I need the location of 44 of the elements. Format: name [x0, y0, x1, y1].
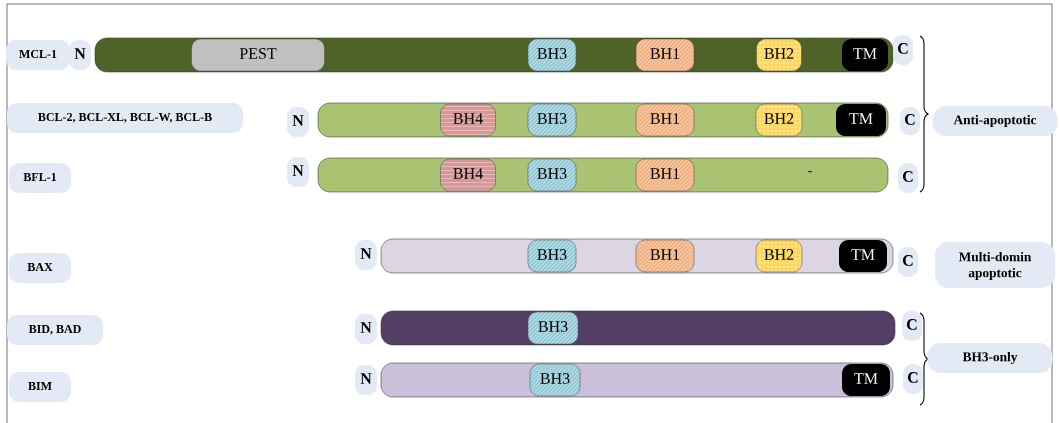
terminus-label: N — [355, 365, 377, 395]
terminus-label: C — [898, 163, 918, 193]
terminus-label: N — [287, 107, 309, 137]
protein-bar — [380, 310, 896, 346]
domain-box: BH3 — [527, 239, 577, 273]
domain-box: BH3 — [527, 38, 577, 72]
domain-box: BH3 — [527, 158, 577, 192]
dash-mark: - — [808, 171, 812, 173]
domain-box: BH3 — [529, 363, 581, 397]
terminus-label: C — [898, 247, 918, 277]
node-label: MCL-1 — [19, 49, 57, 59]
domain-box: TM — [836, 104, 886, 136]
name-pill: BCL-2, BCL-XL, BCL-W, BCL-B — [7, 103, 243, 133]
group-label: Anti-apoptotic — [932, 106, 1058, 136]
name-pill: BAX — [9, 253, 71, 283]
group-label: BH3-only — [927, 343, 1053, 373]
domain-box: BH2 — [755, 239, 803, 273]
terminus-label: C — [902, 311, 922, 341]
domain-box: BH3 — [527, 103, 577, 137]
domain-box: BH2 — [756, 38, 802, 72]
terminus-label: N — [355, 240, 377, 270]
domain-box: BH1 — [635, 103, 695, 137]
group-label: Multi-domin apoptotic — [935, 242, 1055, 288]
terminus-label: C — [900, 107, 920, 135]
name-pill: BIM — [9, 372, 71, 402]
domain-box: BH3 — [527, 311, 579, 345]
domain-box: BH4 — [440, 103, 496, 137]
domain-box: PEST — [191, 38, 325, 72]
domain-box: TM — [842, 39, 888, 71]
name-pill: BID, BAD — [7, 315, 103, 345]
name-pill: MCL-1 — [6, 40, 70, 70]
domain-box: BH4 — [440, 158, 496, 192]
terminus-label: C — [903, 364, 923, 394]
domain-box: BH2 — [755, 103, 803, 137]
domain-box: BH1 — [635, 239, 695, 273]
terminus-label: N — [69, 40, 91, 70]
name-pill: BFL-1 — [9, 163, 71, 193]
terminus-label: N — [355, 314, 377, 344]
domain-box: TM — [839, 240, 887, 272]
domain-box: BH1 — [635, 158, 695, 192]
domain-box: BH1 — [635, 38, 695, 72]
domain-box: TM — [842, 364, 890, 396]
terminus-label: N — [287, 157, 309, 187]
terminus-label: C — [893, 35, 913, 65]
